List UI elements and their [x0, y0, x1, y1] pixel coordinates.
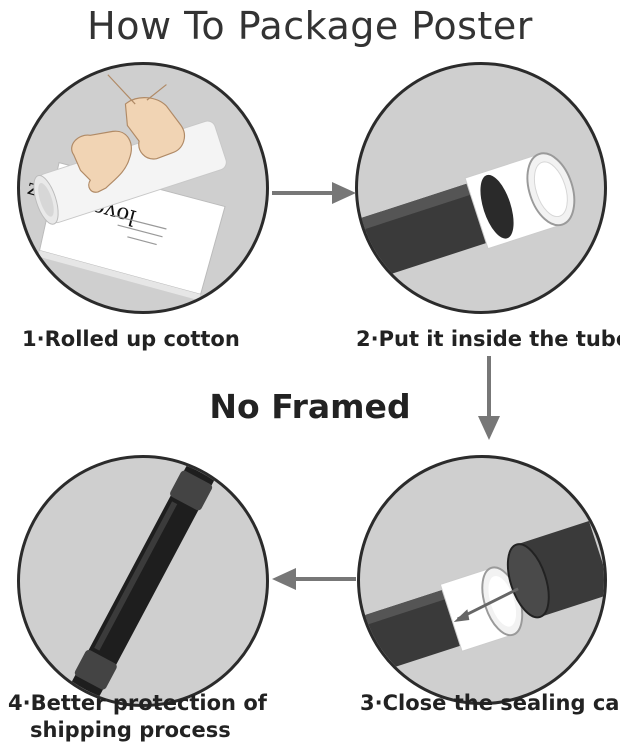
arrow-right-icon	[272, 182, 356, 204]
step-label-line2: shipping process	[30, 718, 231, 742]
page-title: How To Package Poster	[87, 4, 533, 48]
step-number: 1	[22, 327, 37, 351]
step-2-caption: 2·Put it inside the tube	[356, 326, 620, 353]
step-separator: ·	[374, 691, 383, 715]
step-separator: ·	[36, 327, 45, 351]
step-label: Put it inside the tube	[378, 327, 620, 351]
step-number: 4	[8, 691, 23, 715]
step-number: 3	[360, 691, 375, 715]
sealed-tube-illustration	[71, 465, 215, 697]
step-2-image	[355, 62, 607, 314]
rolled-poster-illustration: love yourz	[24, 74, 227, 301]
step-label-line1: Better protection of	[30, 691, 267, 715]
arrow-left-icon	[272, 568, 356, 590]
arrow-down-icon	[478, 356, 500, 440]
step-label: Close the sealing cap	[382, 691, 620, 715]
step-3-caption: 3·Close the sealing cap	[360, 690, 620, 717]
step-4-caption: 4·Better protection of shipping process	[8, 690, 267, 744]
step-number: 2	[356, 327, 371, 351]
subtitle-no-framed: No Framed	[209, 387, 411, 426]
step-label: Rolled up cotton	[44, 327, 240, 351]
step-separator: ·	[22, 691, 31, 715]
tube-insert-illustration	[358, 152, 576, 282]
step-1-caption: 1·Rolled up cotton	[22, 326, 240, 353]
step-4-image	[17, 455, 269, 707]
sealing-cap-illustration	[360, 521, 604, 676]
step-separator: ·	[370, 327, 379, 351]
step-1-image: love yourz	[17, 62, 269, 314]
step-3-image	[357, 455, 607, 705]
